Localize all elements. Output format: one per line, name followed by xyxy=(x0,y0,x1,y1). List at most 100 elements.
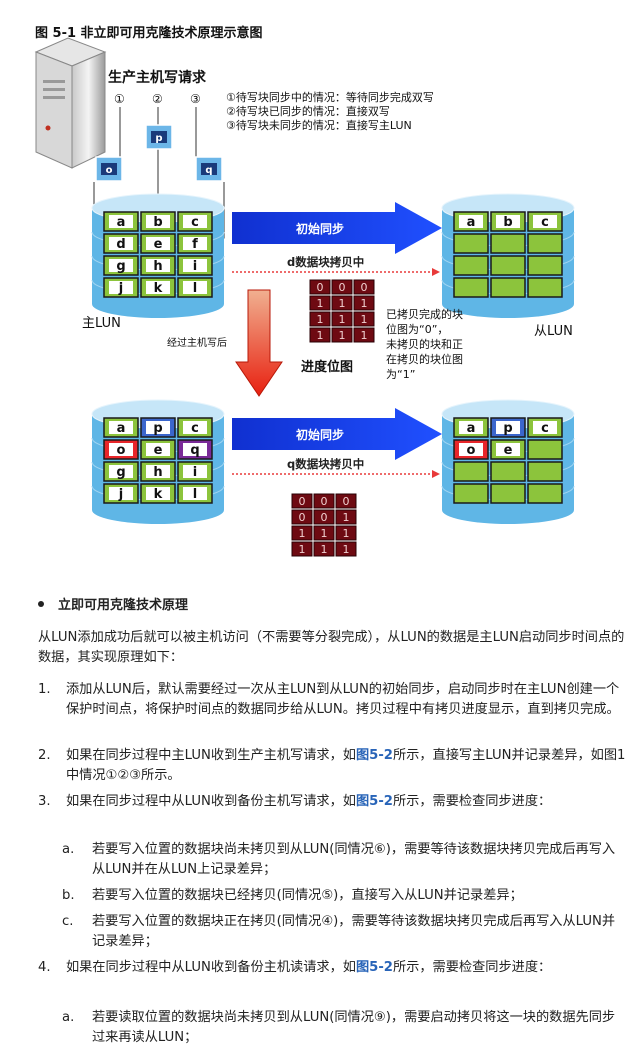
data-block xyxy=(490,233,526,254)
case-list: ①待写块同步中的情况：等待同步完成双写②待写块已同步的情况：直接双写③待写块未同… xyxy=(226,90,434,132)
data-block: d xyxy=(103,233,139,254)
data-block: e xyxy=(140,233,176,254)
bitmap-cell: 1 xyxy=(335,525,357,541)
svg-text:1: 1 xyxy=(361,297,368,310)
request-blocks: o p q xyxy=(95,124,223,182)
data-block xyxy=(527,483,563,504)
data-block xyxy=(527,255,563,276)
sync-arrow-bottom xyxy=(232,408,442,460)
data-block: l xyxy=(177,277,213,298)
data-block: c xyxy=(177,417,213,438)
data-block: a xyxy=(103,417,139,438)
request-block: p xyxy=(145,124,173,150)
circled-number: ① xyxy=(114,92,125,106)
data-block xyxy=(527,277,563,298)
svg-text:o: o xyxy=(106,165,113,176)
svg-text:d: d xyxy=(116,237,125,252)
bitmap-cell: 0 xyxy=(291,493,313,509)
svg-text:e: e xyxy=(154,443,163,458)
svg-text:1: 1 xyxy=(299,543,306,556)
bitmap-cell: 1 xyxy=(335,541,357,557)
data-block xyxy=(490,277,526,298)
bitmap-cell: 1 xyxy=(331,295,353,311)
svg-text:1: 1 xyxy=(317,329,324,342)
section-heading-text: 立即可用克隆技术原理 xyxy=(58,598,189,613)
bitmap-cell: 1 xyxy=(291,541,313,557)
copy-label-top: d数据块拷贝中 xyxy=(287,255,364,269)
svg-text:0: 0 xyxy=(339,281,346,294)
bitmap-note-line: 在拷贝的块位图 xyxy=(386,352,463,366)
bullet-icon xyxy=(38,600,44,607)
bitmap-cell: 0 xyxy=(313,509,335,525)
data-block: k xyxy=(140,483,176,504)
data-block: a xyxy=(453,211,489,232)
data-block: p xyxy=(140,417,176,438)
figure-link[interactable]: 图5-2 xyxy=(355,794,393,809)
data-block: b xyxy=(490,211,526,232)
svg-text:0: 0 xyxy=(321,511,328,524)
bitmap-cell: 1 xyxy=(353,327,375,343)
data-block: k xyxy=(140,277,176,298)
svg-text:i: i xyxy=(193,259,197,274)
bitmap-cell: 0 xyxy=(309,279,331,295)
svg-text:1: 1 xyxy=(321,543,328,556)
data-block: f xyxy=(177,233,213,254)
svg-text:p: p xyxy=(153,421,162,436)
data-block: g xyxy=(103,461,139,482)
svg-text:q: q xyxy=(205,165,212,176)
case-text: ③待写块未同步的情况：直接写主LUN xyxy=(226,118,412,132)
data-block: o xyxy=(103,439,139,460)
data-block: j xyxy=(103,483,139,504)
data-block: h xyxy=(140,461,176,482)
bitmap-cell: 0 xyxy=(353,279,375,295)
case-text: ②待写块已同步的情况：直接双写 xyxy=(226,104,390,118)
via-host-label: 经过主机写后 xyxy=(167,336,227,349)
figure-link[interactable]: 图5-2 xyxy=(355,960,393,975)
svg-text:c: c xyxy=(541,421,549,436)
data-block xyxy=(490,483,526,504)
svg-text:0: 0 xyxy=(321,495,328,508)
svg-text:0: 0 xyxy=(343,495,350,508)
svg-text:1: 1 xyxy=(361,329,368,342)
svg-text:1: 1 xyxy=(317,297,324,310)
svg-text:b: b xyxy=(503,215,512,230)
sync-label-bottom: 初始同步 xyxy=(296,427,344,442)
svg-text:0: 0 xyxy=(299,495,306,508)
data-block: e xyxy=(490,439,526,460)
svg-text:1: 1 xyxy=(339,313,346,326)
data-block: j xyxy=(103,277,139,298)
svg-text:i: i xyxy=(193,465,197,480)
figure-title: 图 5-1 非立即可用克隆技术原理示意图 xyxy=(35,26,263,41)
svg-text:c: c xyxy=(191,421,199,436)
svg-text:1: 1 xyxy=(343,527,350,540)
sync-label-top: 初始同步 xyxy=(296,221,344,236)
primary-lun-label: 主LUN xyxy=(82,316,121,331)
copy-label-bottom: q数据块拷贝中 xyxy=(287,457,364,471)
svg-text:1: 1 xyxy=(317,313,324,326)
host-write-label: 生产主机写请求 xyxy=(108,69,207,86)
request-block: o xyxy=(95,156,123,182)
svg-text:1: 1 xyxy=(321,527,328,540)
svg-text:a: a xyxy=(117,421,126,436)
svg-text:a: a xyxy=(117,215,126,230)
svg-text:0: 0 xyxy=(361,281,368,294)
secondary-lun-label: 从LUN xyxy=(534,324,573,339)
svg-text:p: p xyxy=(503,421,512,436)
sync-arrow-top xyxy=(232,202,442,254)
svg-text:j: j xyxy=(118,487,123,502)
bitmap-note-line: 未拷贝的块和正 xyxy=(386,337,463,351)
intro-paragraph: 从LUN添加成功后就可以被主机访问（不需要等分裂完成），从LUN的数据是主LUN… xyxy=(38,630,625,665)
svg-text:g: g xyxy=(116,259,125,274)
bitmap-cell: 1 xyxy=(309,327,331,343)
svg-text:c: c xyxy=(541,215,549,230)
data-block xyxy=(453,461,489,482)
figure-link[interactable]: 图5-2 xyxy=(355,748,393,763)
data-block: c xyxy=(177,211,213,232)
